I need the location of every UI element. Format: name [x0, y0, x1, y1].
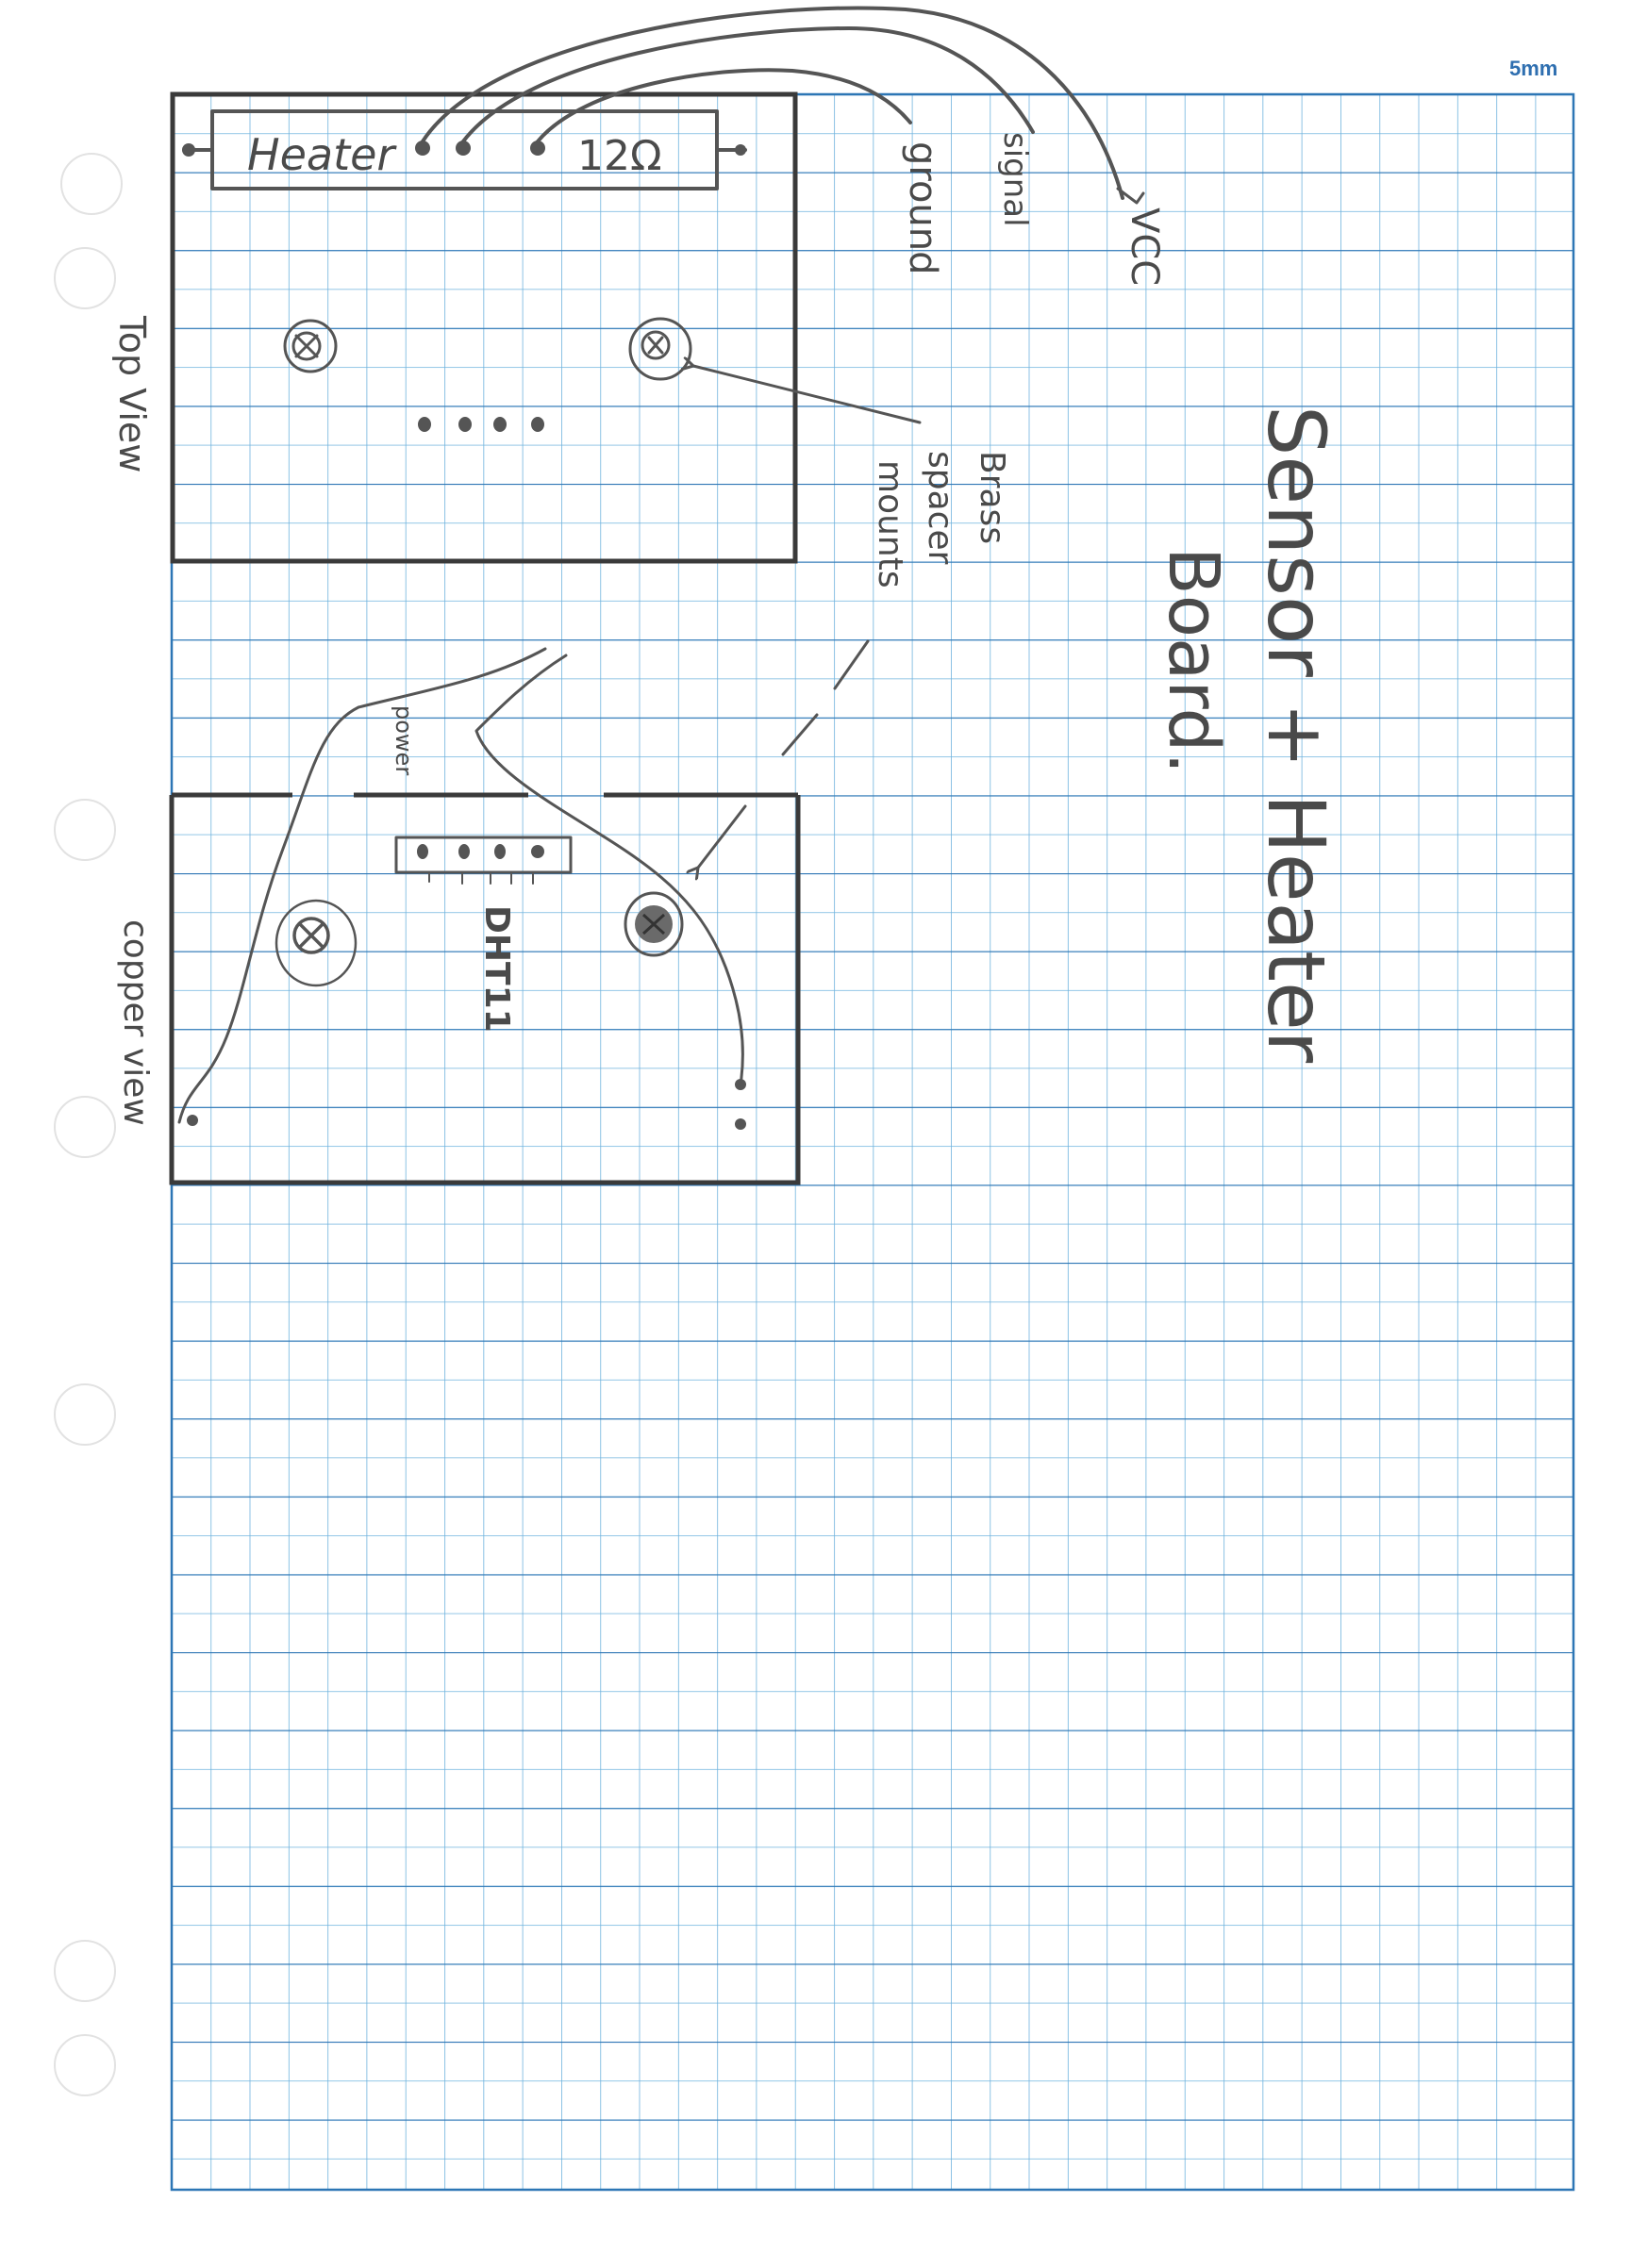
pin-dot	[456, 141, 471, 156]
grid	[170, 92, 1575, 2192]
copper-view-label: copper view	[116, 919, 155, 1126]
power-label: power	[391, 705, 417, 775]
resistance-label: 12Ω	[577, 132, 662, 180]
signal-label: signal	[996, 132, 1034, 227]
dht11-header	[394, 836, 573, 885]
copper-mount-right	[624, 891, 684, 957]
ground-label: ground	[901, 141, 944, 275]
heater-label: Heater	[247, 129, 397, 180]
wire-labels: ground signal VCC	[901, 132, 1166, 286]
top-view-label: Top View	[111, 315, 153, 472]
spacer-label: spacer	[921, 451, 959, 565]
copper-wires	[177, 647, 744, 1124]
copper-mount-left	[275, 899, 358, 987]
pad-dot	[735, 1118, 746, 1130]
dht11-label: DHT11	[477, 905, 516, 1033]
pin-dot	[415, 141, 430, 156]
mounts-label: mounts	[871, 460, 909, 588]
title-line-1: Sensor + Heater	[1250, 406, 1342, 1064]
brass-label: Brass	[973, 451, 1011, 544]
pad-dot	[187, 1115, 198, 1126]
top-header-pins	[418, 417, 544, 432]
grid-size-label: 5mm	[1509, 57, 1558, 80]
heater-wires	[421, 6, 1124, 200]
heater-resistor: Heater 12Ω	[182, 109, 747, 190]
page-title: Sensor + Heater Board.	[1153, 406, 1342, 1064]
vcc-label: VCC	[1123, 207, 1166, 286]
title-line-2: Board.	[1153, 547, 1234, 774]
copper-view-board: DHT11	[169, 792, 801, 1185]
mount-right	[628, 317, 692, 381]
pin-dot	[530, 141, 545, 156]
punch-holes	[54, 153, 123, 2096]
brass-mounts-annotation: Brass spacer mounts	[693, 366, 1011, 868]
mount-left	[283, 319, 338, 373]
top-view-board: Heater 12Ω	[170, 91, 798, 564]
